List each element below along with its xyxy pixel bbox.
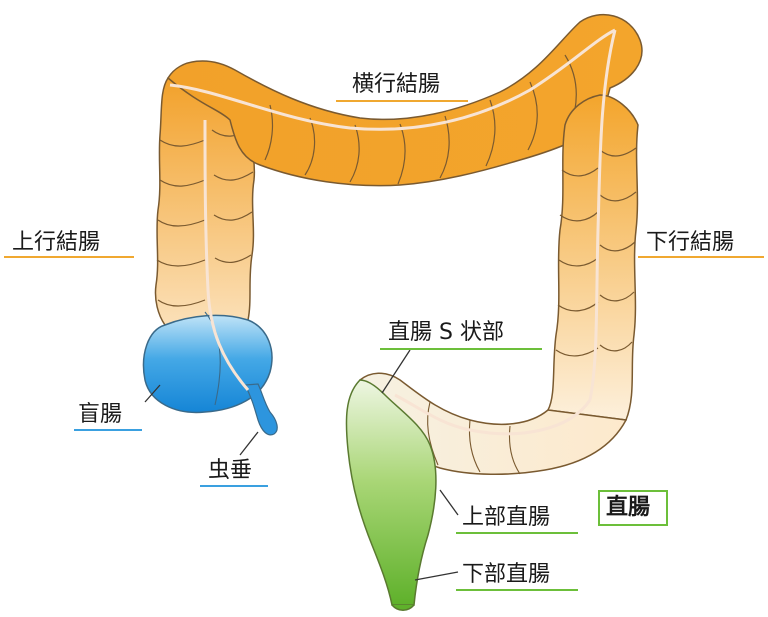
cecum-shape [142, 314, 273, 414]
sigmoid-haustra [427, 401, 521, 475]
underline-cecum [74, 429, 142, 431]
transverse-colon-shape [167, 14, 643, 187]
label-descending-colon: 下行結腸 [646, 230, 735, 255]
underline-descending [638, 256, 764, 258]
underline-sigmoid [380, 348, 542, 350]
descending-taenia [588, 29, 617, 401]
label-appendix: 虫垂 [208, 458, 253, 483]
label-ascending-colon: 上行結腸 [12, 230, 101, 255]
leader-lines [144, 349, 459, 581]
underline-transverse [336, 100, 468, 102]
descending-colon-shape [546, 94, 639, 421]
underline-lower-rectum [456, 589, 578, 591]
transverse-taenia [169, 28, 616, 131]
label-rectum-box: 直腸 [598, 490, 668, 526]
underline-appendix [200, 485, 268, 487]
label-cecum: 盲腸 [78, 402, 123, 427]
label-transverse-colon: 横行結腸 [352, 72, 441, 97]
label-lower-rectum: 下部直腸 [462, 562, 551, 587]
ascending-taenia [203, 119, 250, 391]
label-upper-rectum: 上部直腸 [462, 505, 551, 530]
sigmoid-taenia [394, 393, 592, 436]
appendix-shape [244, 383, 278, 436]
label-sigmoid-colon: 直腸 S 状部 [388, 320, 504, 345]
rectum-shape [345, 379, 437, 606]
anus-opening [391, 604, 415, 611]
underline-ascending [4, 256, 134, 258]
underline-upper-rectum [456, 532, 578, 534]
